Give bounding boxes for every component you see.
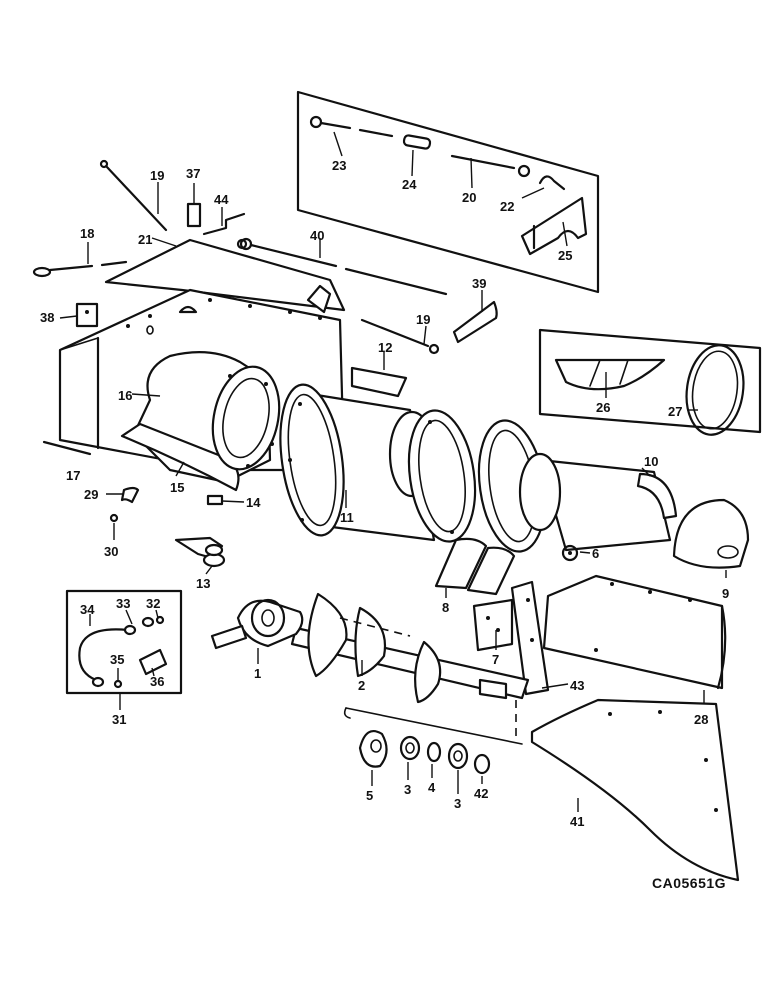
auger-shaft xyxy=(290,592,530,740)
misc-brackets xyxy=(106,486,245,575)
callout-2: 2 xyxy=(358,678,365,693)
wear-plate-inset xyxy=(538,328,762,436)
callout-35: 35 xyxy=(110,652,124,667)
paddle-blades xyxy=(434,537,516,598)
callout-24: 24 xyxy=(402,177,417,192)
callout-17: 17 xyxy=(66,468,80,483)
callout-18: 18 xyxy=(80,226,94,241)
callout-29: 29 xyxy=(84,487,98,502)
end-cap-cone xyxy=(672,498,750,578)
callout-37: 37 xyxy=(186,166,200,181)
drive-bearing xyxy=(210,598,304,664)
drawing-code: CA05651G xyxy=(652,875,726,891)
callout-6: 6 xyxy=(592,546,599,561)
bearing-hardware xyxy=(343,707,523,794)
callout-41: 41 xyxy=(570,814,584,829)
callout-1: 1 xyxy=(254,666,261,681)
callout-28: 28 xyxy=(694,712,708,727)
tube-section xyxy=(279,383,477,543)
callout-labels: 23 24 20 22 25 19 37 44 18 21 40 39 38 1… xyxy=(40,158,729,891)
support-brackets xyxy=(472,580,569,696)
callout-33: 33 xyxy=(116,596,130,611)
tube-section-upper xyxy=(477,419,678,562)
callout-26: 26 xyxy=(596,400,610,415)
callout-44: 44 xyxy=(214,192,229,207)
callout-13: 13 xyxy=(196,576,210,591)
elbow-duct xyxy=(120,351,281,492)
callout-39: 39 xyxy=(472,276,486,291)
harness-inset xyxy=(65,589,183,710)
side-shield xyxy=(542,574,727,710)
rod-kit-inset xyxy=(296,90,600,294)
callout-8: 8 xyxy=(442,600,449,615)
callout-16: 16 xyxy=(118,388,132,403)
callout-10: 10 xyxy=(644,454,658,469)
callout-12: 12 xyxy=(378,340,392,355)
callout-23: 23 xyxy=(332,158,346,173)
callout-11: 11 xyxy=(340,510,354,525)
callout-43: 43 xyxy=(570,678,584,693)
callout-32: 32 xyxy=(146,596,160,611)
callout-20: 20 xyxy=(462,190,476,205)
callout-40: 40 xyxy=(310,228,324,243)
callout-4: 4 xyxy=(428,780,436,795)
callout-36: 36 xyxy=(150,674,164,689)
callout-19-lower: 19 xyxy=(416,312,430,327)
callout-14: 14 xyxy=(246,495,261,510)
callout-9: 9 xyxy=(722,586,729,601)
callout-31: 31 xyxy=(112,712,126,727)
callout-3-b: 3 xyxy=(454,796,461,811)
callout-38: 38 xyxy=(40,310,54,325)
callout-25: 25 xyxy=(558,248,572,263)
callout-27: 27 xyxy=(668,404,682,419)
callout-5: 5 xyxy=(366,788,373,803)
callout-42: 42 xyxy=(474,786,488,801)
callout-30: 30 xyxy=(104,544,118,559)
callout-22: 22 xyxy=(500,199,514,214)
callout-21: 21 xyxy=(138,232,152,247)
callout-15: 15 xyxy=(170,480,184,495)
callout-19-upper: 19 xyxy=(150,168,164,183)
callout-34: 34 xyxy=(80,602,95,617)
callout-7: 7 xyxy=(492,652,499,667)
lower-shield xyxy=(530,698,740,882)
callout-3-a: 3 xyxy=(404,782,411,797)
